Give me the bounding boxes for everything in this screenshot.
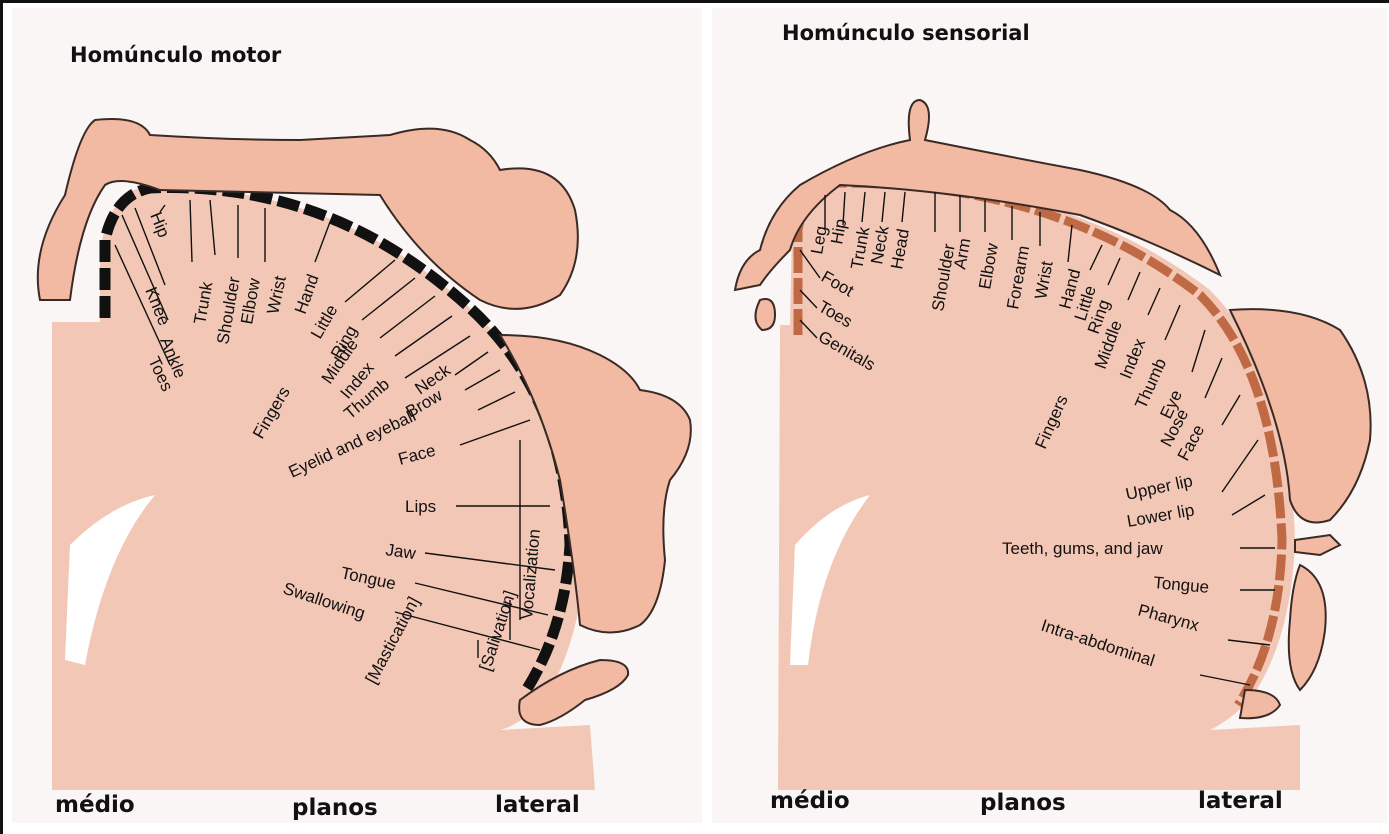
- sensory-plane-planes: planos: [980, 790, 1066, 816]
- motor-plane-planes: planos: [292, 795, 378, 821]
- motor-title: Homúnculo motor: [70, 43, 282, 67]
- sensory-foot-figure: [755, 299, 775, 330]
- motor-label-lips: Lips: [405, 497, 436, 516]
- motor-plane-lateral: lateral: [495, 792, 580, 818]
- motor-plane-medial: médio: [55, 792, 135, 818]
- sensory-plane-lateral: lateral: [1198, 788, 1283, 814]
- sensory-plane-medial: médio: [770, 788, 850, 814]
- sensory-title: Homúnculo sensorial: [782, 21, 1030, 45]
- sensory-label-teeth: Teeth, gums, and jaw: [1002, 539, 1163, 558]
